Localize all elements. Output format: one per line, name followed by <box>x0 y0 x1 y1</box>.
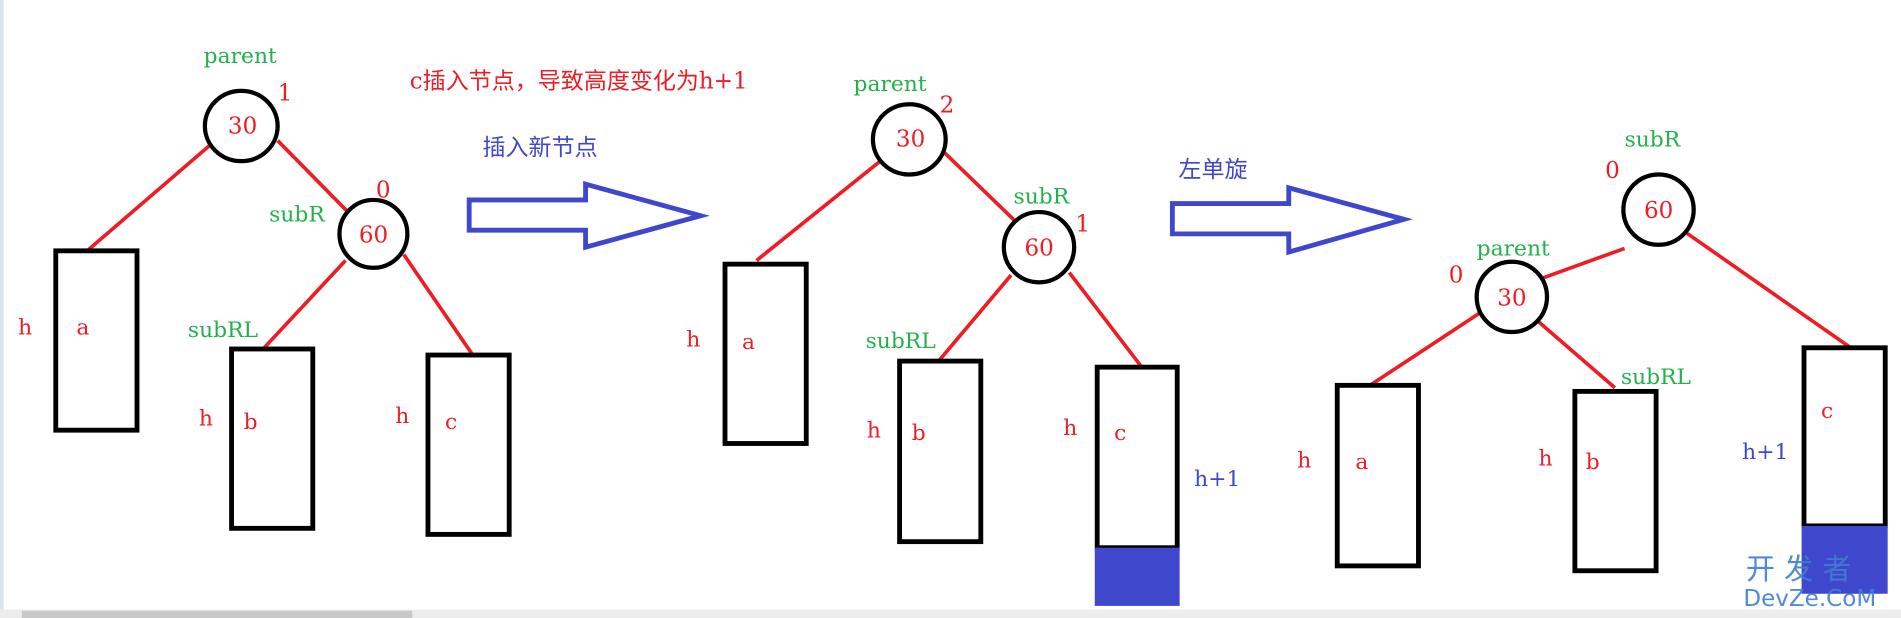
insert-note: c插入节点，导致高度变化为h+1 <box>410 68 748 94</box>
arrow-right-icon <box>466 181 710 251</box>
subR-label: subR <box>1625 128 1681 153</box>
node-60 <box>337 197 410 270</box>
subtree-b <box>229 346 316 531</box>
edge-parent-subR <box>941 150 1020 226</box>
step1-caption: 插入新节点 <box>483 135 598 161</box>
subtree-c-label: c <box>1114 421 1126 446</box>
subtree-a-height: h <box>1297 449 1311 474</box>
subtree-b-label: b <box>912 421 926 446</box>
scrollbar-thumb[interactable] <box>21 610 413 618</box>
edge-parent-a <box>1368 311 1482 387</box>
new-node-block <box>1094 547 1180 606</box>
subtree-b-height: h <box>867 418 881 443</box>
edge-subR-b <box>261 259 347 351</box>
subtree-c <box>425 352 512 537</box>
horizontal-scrollbar[interactable] <box>0 609 1901 618</box>
subR-label: subR <box>269 203 325 228</box>
subtree-c-height: h+1 <box>1742 440 1788 465</box>
subtree-c-height: h <box>1063 416 1077 441</box>
subtree-b-height: h <box>1539 446 1553 471</box>
subtree-a-label: a <box>76 315 89 340</box>
watermark-line1: 开 发 者 <box>1746 552 1852 586</box>
parent-label: parent <box>854 72 927 97</box>
subtree-a-height: h <box>18 315 32 340</box>
node-30 <box>870 102 948 177</box>
subR-value: 60 <box>1644 198 1673 224</box>
subR-balance-factor: 1 <box>1075 211 1090 237</box>
subtree-b-height: h <box>199 406 213 431</box>
subtree-b-label: b <box>244 410 258 435</box>
watermark-line2: DevZe.CoM <box>1743 586 1876 612</box>
subtree-a <box>53 248 140 433</box>
subtree-c-label: c <box>1821 399 1833 424</box>
edge-subR-parent <box>1540 246 1626 281</box>
subtree-a-label: a <box>742 330 755 355</box>
node-30 <box>202 88 280 164</box>
edge-parent-b <box>1532 316 1617 390</box>
parent-value: 30 <box>228 113 257 139</box>
arrow-right-icon <box>1169 184 1413 256</box>
subtree-c <box>1801 345 1888 529</box>
subtree-b-label: b <box>1586 450 1600 475</box>
subR-label: subR <box>1014 185 1070 210</box>
subtree-a-label: a <box>1355 450 1368 475</box>
subRL-label: subRL <box>1621 365 1691 390</box>
parent-label: parent <box>204 44 277 69</box>
subR-balance-factor: 0 <box>1605 158 1620 184</box>
diagram-after-insert: parent 2 30 subR 1 60 subRL h a h b h c … <box>686 72 1240 606</box>
node-30 <box>1474 259 1550 335</box>
edge-parent-a <box>87 144 211 252</box>
subR-value: 60 <box>1024 236 1053 262</box>
parent-value: 30 <box>896 127 925 153</box>
step2-caption: 左单旋 <box>1178 157 1247 183</box>
left-edge <box>0 0 4 610</box>
edge-subR-b <box>938 273 1013 362</box>
edge-subR-c <box>1678 226 1854 351</box>
new-node-block <box>1801 525 1888 594</box>
subtree-b <box>1572 388 1659 574</box>
subR-balance-factor: 0 <box>376 178 391 204</box>
subtree-a <box>722 261 809 446</box>
subtree-c-label: c <box>445 410 457 435</box>
node-60 <box>1001 209 1077 285</box>
subtree-b <box>897 358 984 545</box>
parent-value: 30 <box>1497 285 1526 311</box>
diagram-before-insert: parent 1 30 0 subR 60 subRL h a h b h c <box>18 44 512 537</box>
edge-subR-c <box>1067 271 1143 368</box>
subR-value: 60 <box>359 222 388 248</box>
parent-label: parent <box>1477 237 1550 262</box>
parent-balance-factor: 1 <box>278 81 293 107</box>
watermark: 开 发 者 DevZe.CoM <box>1743 552 1876 612</box>
subRL-label: subRL <box>866 329 936 354</box>
node-60 <box>1621 172 1696 247</box>
subtree-a-height: h <box>686 328 700 353</box>
subtree-c-height: h <box>395 404 409 429</box>
new-height-label: h+1 <box>1194 467 1240 492</box>
diagram-after-left-rotation: subR 0 60 parent 0 30 subRL h a h b c h+… <box>1297 128 1888 594</box>
parent-balance-factor: 0 <box>1449 262 1464 288</box>
edge-parent-a <box>755 159 882 262</box>
edge-parent-subR <box>276 139 353 217</box>
edge-subR-c <box>402 253 475 357</box>
subtree-c <box>1094 364 1180 551</box>
subRL-label: subRL <box>188 318 258 343</box>
subtree-a <box>1334 382 1421 569</box>
parent-balance-factor: 2 <box>940 93 955 119</box>
